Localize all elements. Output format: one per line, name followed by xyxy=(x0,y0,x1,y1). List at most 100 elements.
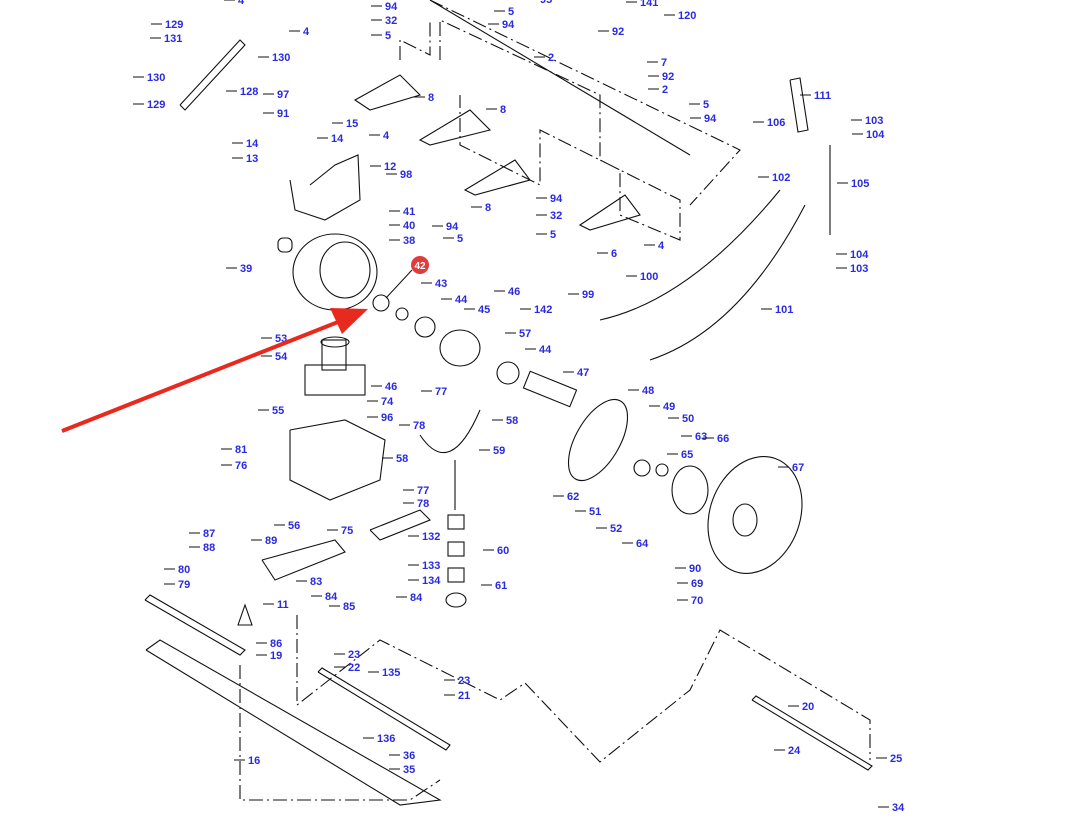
shield-plate xyxy=(369,509,431,541)
part-label: 58 xyxy=(396,453,408,465)
part-label: 105 xyxy=(851,178,869,190)
part-label: 106 xyxy=(767,117,785,129)
knife-guard-2 xyxy=(418,109,492,146)
part-label: 102 xyxy=(772,172,790,184)
part-label: 101 xyxy=(775,304,793,316)
assembly-outlines xyxy=(144,0,873,806)
part-label: 83 xyxy=(310,576,322,588)
part-label: 59 xyxy=(493,445,505,457)
part-label: 79 xyxy=(178,579,190,591)
bushing xyxy=(277,237,293,253)
pulley xyxy=(707,456,803,574)
pitman-fork xyxy=(419,409,481,454)
part-label: 103 xyxy=(850,263,868,275)
part-label: 39 xyxy=(240,263,252,275)
needle-bearing-2 xyxy=(447,541,465,557)
part-label: 62 xyxy=(567,491,579,503)
part-label: 51 xyxy=(589,506,601,518)
part-label: 130 xyxy=(147,72,165,84)
part-label: 14 xyxy=(331,133,344,145)
part-label: 56 xyxy=(288,520,300,532)
part-label: 94 xyxy=(550,193,563,205)
part-label: 100 xyxy=(640,271,658,283)
part-label: 57 xyxy=(519,328,531,340)
part-label: 141 xyxy=(640,0,658,9)
mount-bracket xyxy=(289,154,361,221)
part-label: 91 xyxy=(277,108,289,120)
guide-line-knives xyxy=(399,20,431,60)
bearing xyxy=(414,316,436,338)
part-label: 129 xyxy=(165,19,183,31)
bearing-housing xyxy=(304,364,366,396)
flange-plate xyxy=(567,398,629,482)
part-label: 134 xyxy=(422,575,441,587)
part-label: 8 xyxy=(485,202,491,214)
guide-line-lower xyxy=(239,665,441,801)
support-bracket xyxy=(179,39,246,111)
part-label: 15 xyxy=(346,118,358,130)
part-label: 80 xyxy=(178,564,190,576)
part-label: 4 xyxy=(303,26,310,38)
part-label: 58 xyxy=(506,415,518,427)
part-label: 95 xyxy=(540,0,552,6)
part-label: 81 xyxy=(235,444,247,456)
part-label: 89 xyxy=(265,535,277,547)
guide-line-zigzag xyxy=(439,19,681,241)
highlight-callout-badge[interactable] xyxy=(411,256,429,274)
lever-111 xyxy=(789,77,809,133)
part-label: 52 xyxy=(610,523,622,535)
part-label: 35 xyxy=(403,764,415,776)
drive-rod-100 xyxy=(599,189,781,321)
part-label: 77 xyxy=(417,485,429,497)
hub xyxy=(671,465,709,515)
highlight-callout-label: 42 xyxy=(414,261,426,272)
part-label: 2 xyxy=(662,84,668,96)
part-label: 74 xyxy=(381,396,394,408)
part-label: 96 xyxy=(381,412,393,424)
part-label: 90 xyxy=(689,563,701,575)
part-label: 20 xyxy=(802,701,814,713)
bearing-right xyxy=(496,361,520,385)
part-label: 84 xyxy=(325,591,338,603)
gearbox-base xyxy=(289,419,386,501)
part-label: 130 xyxy=(272,52,290,64)
part-label: 77 xyxy=(435,386,447,398)
guide-line-bottom-zigzag xyxy=(296,615,871,763)
seal xyxy=(655,463,669,477)
part-label: 16 xyxy=(248,755,260,767)
part-label: 5 xyxy=(703,99,709,111)
part-label: 50 xyxy=(682,413,694,425)
part-label: 67 xyxy=(792,462,804,474)
part-label: 128 xyxy=(240,86,258,98)
drive-shaft xyxy=(522,370,578,408)
part-label: 86 xyxy=(270,638,282,650)
part-label: 5 xyxy=(550,229,556,241)
knife-section-left xyxy=(317,667,451,751)
part-label: 41 xyxy=(403,206,415,218)
part-label: 38 xyxy=(403,235,415,247)
part-label: 87 xyxy=(203,528,215,540)
part-label: 21 xyxy=(458,690,470,702)
part-label: 94 xyxy=(385,1,398,13)
part-label: 66 xyxy=(717,433,729,445)
part-label: 63 xyxy=(695,431,707,443)
guard-bar xyxy=(429,0,691,156)
part-label: 25 xyxy=(890,753,902,765)
part-label: 54 xyxy=(275,351,288,363)
lock-washer xyxy=(395,307,409,321)
part-label: 11 xyxy=(277,599,289,611)
part-label: 61 xyxy=(495,580,507,592)
part-label: 34 xyxy=(892,802,905,814)
part-label: 4 xyxy=(658,240,665,252)
part-label: 7 xyxy=(661,57,667,69)
o-ring xyxy=(320,336,350,348)
part-label: 5 xyxy=(457,233,463,245)
pointer-arrow xyxy=(61,308,368,433)
part-label: 55 xyxy=(272,405,284,417)
part-label: 133 xyxy=(422,560,440,572)
eccentric-hub xyxy=(439,329,481,367)
spacer xyxy=(633,459,651,477)
